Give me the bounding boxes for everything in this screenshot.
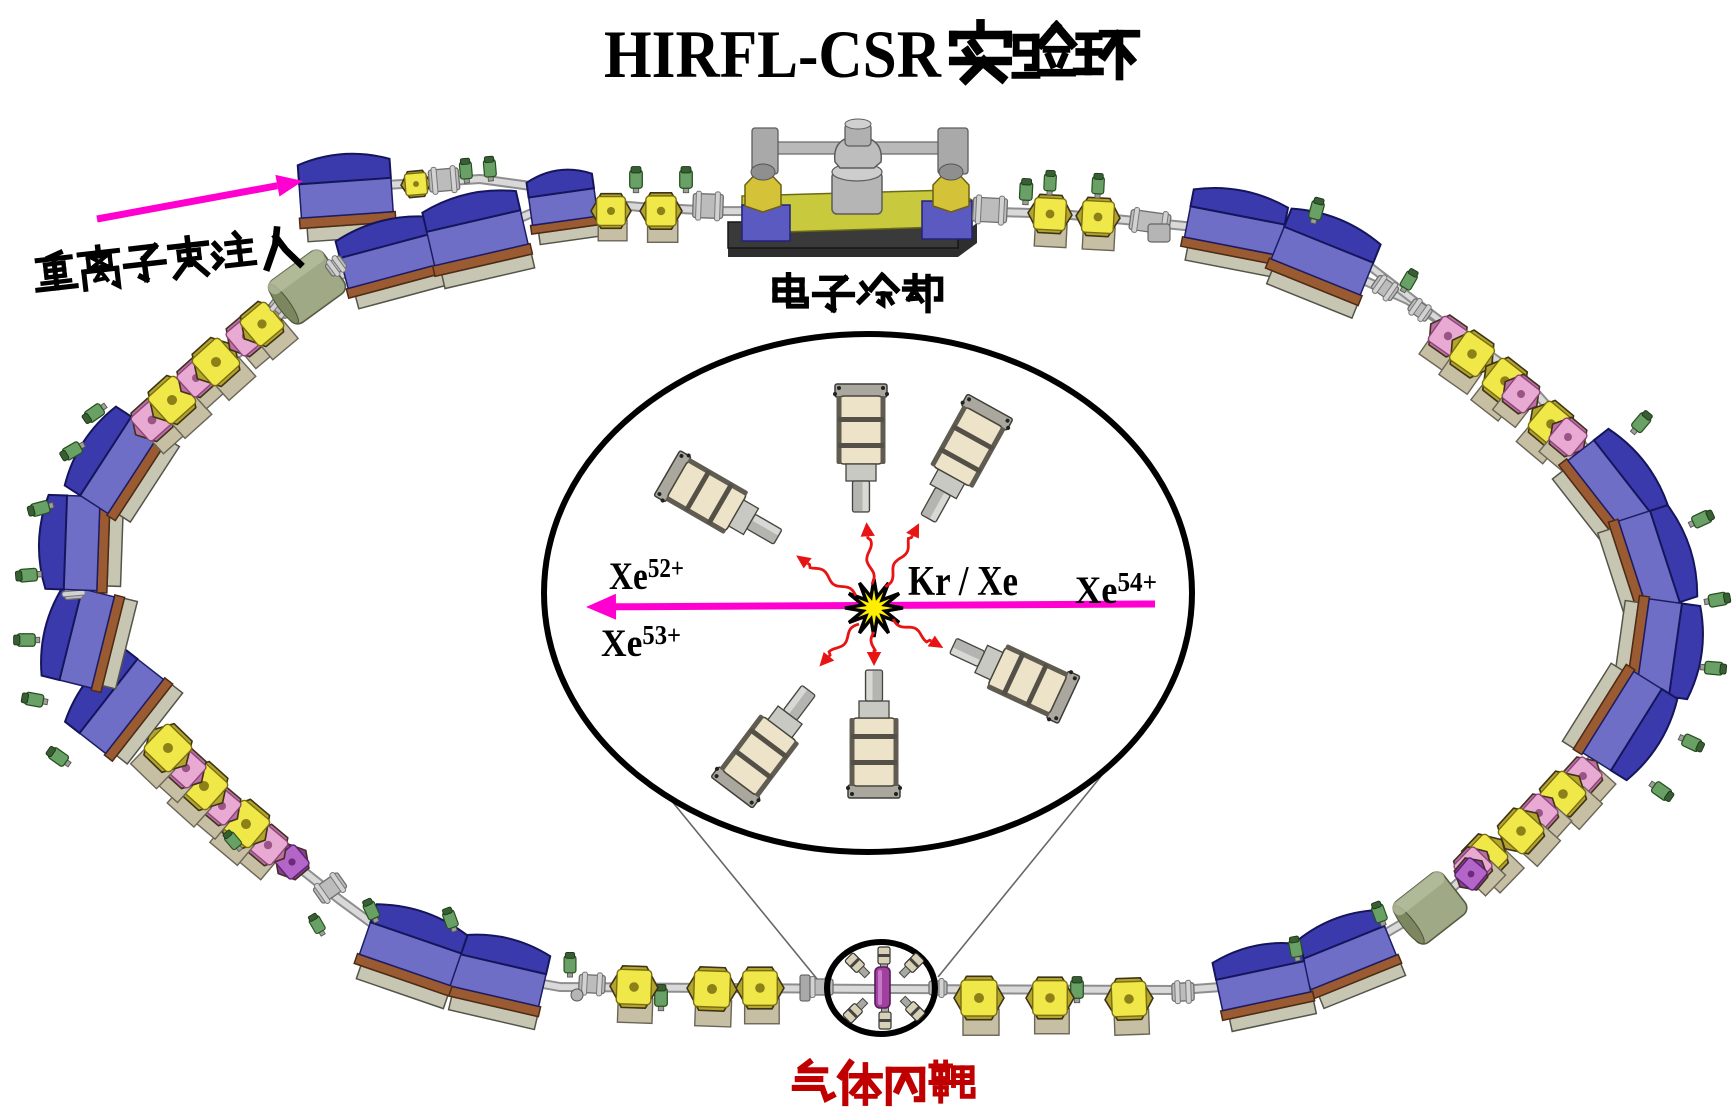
svg-text:HIRFL-CSR: HIRFL-CSR bbox=[604, 16, 942, 92]
svg-text:Xe52+: Xe52+ bbox=[609, 553, 684, 598]
svg-text:Kr / Xe: Kr / Xe bbox=[908, 559, 1018, 605]
